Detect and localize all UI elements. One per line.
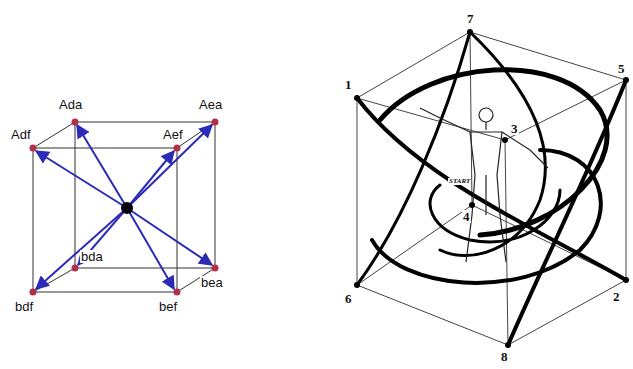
center-dot bbox=[121, 202, 133, 214]
callout-number: 4 bbox=[462, 210, 471, 223]
start-label: START bbox=[448, 178, 471, 185]
callout-number: 8 bbox=[500, 350, 509, 363]
callout-number: 6 bbox=[344, 292, 353, 305]
corner-label: Aea bbox=[198, 98, 223, 111]
corner-label: Ada bbox=[58, 98, 83, 111]
human-figure bbox=[420, 108, 548, 262]
corner-label: Adf bbox=[10, 128, 32, 141]
callout-number: 5 bbox=[617, 62, 626, 75]
movement-bands bbox=[357, 32, 626, 345]
right-corner-dots bbox=[354, 29, 629, 348]
callout-number: 7 bbox=[466, 12, 475, 25]
left-cube bbox=[33, 122, 215, 292]
corner-label: bea bbox=[200, 276, 224, 289]
callout-number: 2 bbox=[612, 290, 621, 303]
right-cube bbox=[357, 32, 626, 345]
corner-label: Aef bbox=[162, 128, 184, 141]
callout-number: 3 bbox=[510, 122, 519, 135]
diagonal-arrows bbox=[36, 125, 212, 289]
corner-label: bda bbox=[80, 250, 104, 263]
corner-label: bef bbox=[158, 300, 178, 313]
corner-dots bbox=[30, 119, 219, 296]
callout-number: 1 bbox=[344, 78, 353, 91]
corner-label: bdf bbox=[14, 300, 34, 313]
